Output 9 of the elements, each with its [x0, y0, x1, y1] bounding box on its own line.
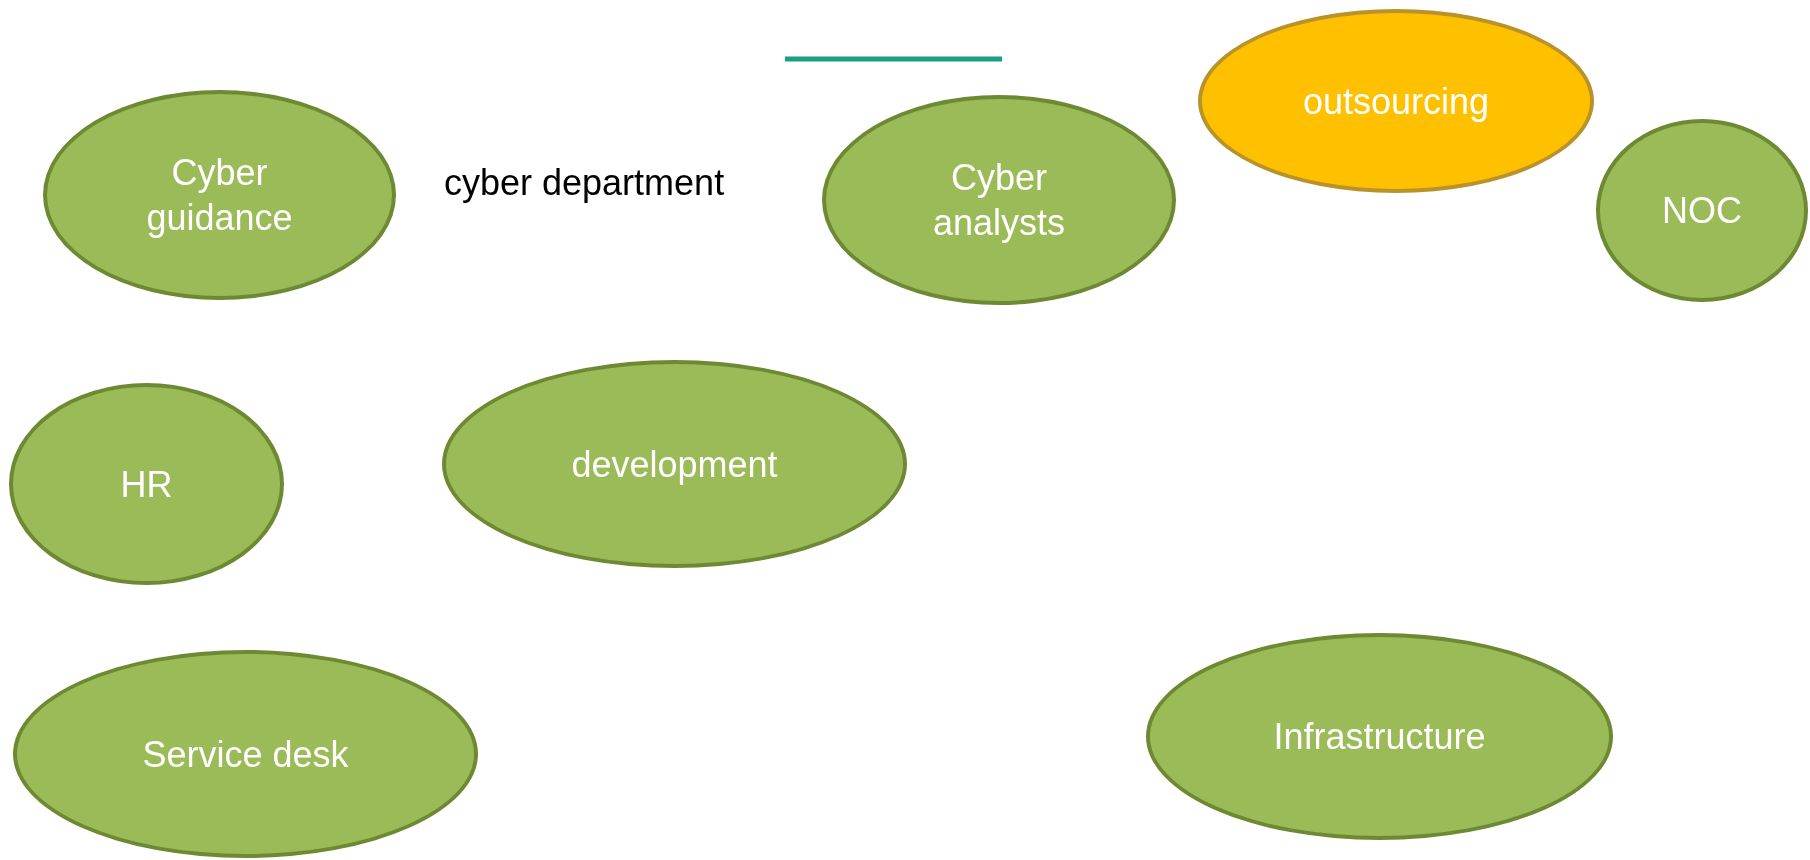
- node-label: Infrastructure: [1272, 715, 1487, 759]
- node-label: Cyber analysts: [931, 156, 1067, 245]
- node-label: development: [570, 442, 779, 487]
- node-label: Service desk: [141, 732, 350, 777]
- node-label: outsourcing: [1301, 79, 1491, 124]
- node-label: HR: [119, 462, 174, 507]
- node-label: NOC: [1661, 189, 1743, 233]
- node-label: Cyber guidance: [145, 151, 294, 240]
- heading-text: cyber department: [444, 162, 725, 204]
